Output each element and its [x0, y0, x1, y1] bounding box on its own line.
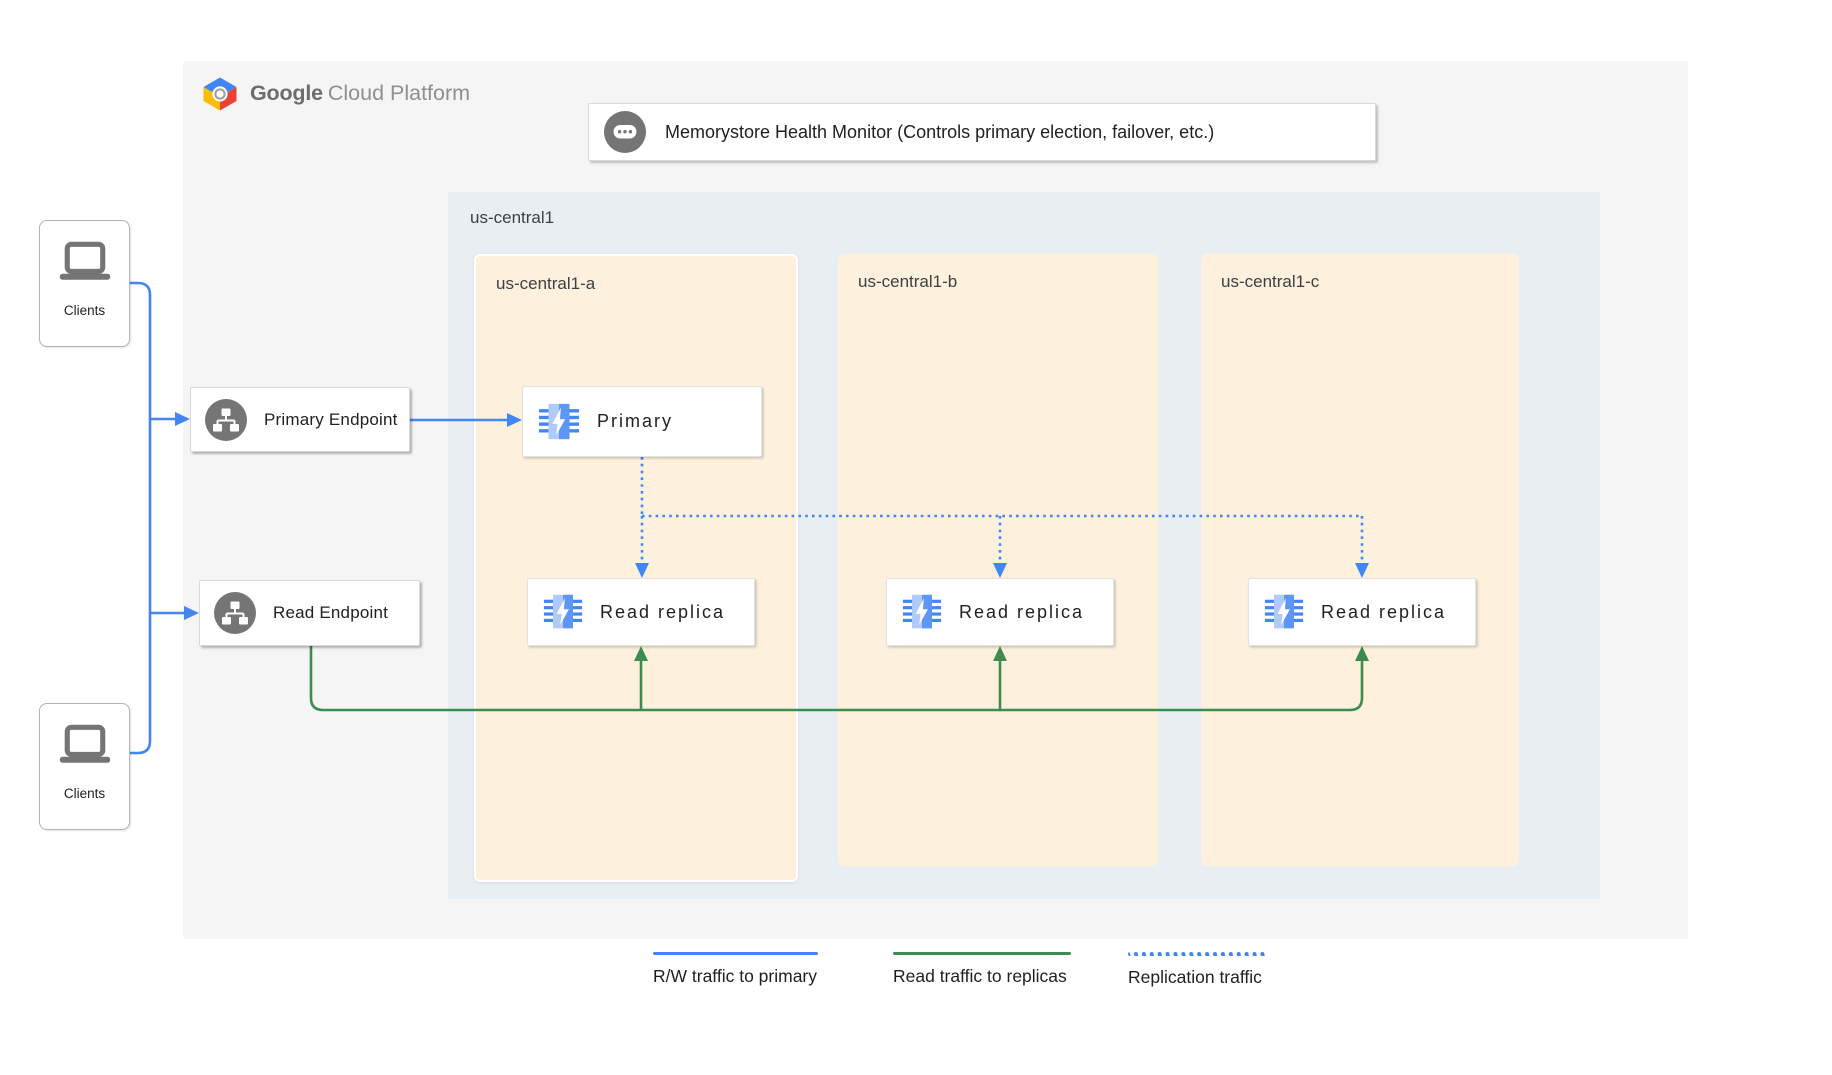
- clients-label: Clients: [63, 303, 106, 318]
- arrowhead-replica-b: [993, 563, 1007, 578]
- primary-node-label: Primary: [597, 411, 673, 431]
- read-replica-label: Read replica: [959, 601, 1085, 622]
- memorystore-icon: [538, 403, 580, 439]
- memorystore-icon: [543, 594, 583, 629]
- ellipsis-badge-icon: [604, 111, 646, 153]
- read-traffic-lines: [309, 646, 1364, 712]
- green-arrowhead-replica-b: [993, 646, 1007, 661]
- arrowhead-primary: [507, 413, 522, 427]
- legend-label: R/W traffic to primary: [653, 966, 818, 986]
- legend-item-read-traffic: Read traffic to replicas: [893, 952, 1071, 987]
- network-endpoint-icon: [205, 398, 247, 441]
- laptop-icon: [59, 241, 110, 280]
- rw-traffic-arrowheads: [175, 412, 522, 620]
- legend-item-rw-traffic: R/W traffic to primary: [653, 952, 818, 987]
- read-endpoint-node: Read Endpoint: [199, 580, 420, 646]
- primary-endpoint-node: Primary Endpoint: [190, 387, 410, 452]
- clients-node-bottom: Clients: [39, 703, 130, 830]
- read-replica-node-b: Read replica: [886, 578, 1114, 646]
- legend-line-green-solid: [893, 952, 1071, 955]
- arrowhead-replica-a: [635, 563, 649, 578]
- rw-traffic-lines: [130, 281, 511, 755]
- legend-label: Replication traffic: [1128, 967, 1262, 987]
- legend-line-blue-dotted: [1128, 952, 1266, 956]
- read-replica-label: Read replica: [600, 601, 726, 622]
- green-arrowhead-replica-c: [1355, 646, 1369, 661]
- health-monitor-label: Memorystore Health Monitor (Controls pri…: [665, 121, 1215, 142]
- clients-node-top: Clients: [39, 220, 130, 347]
- arrowhead-replica-c: [1355, 563, 1369, 578]
- logo-product: Cloud Platform: [327, 81, 471, 105]
- replication-traffic-lines: [640, 457, 1364, 566]
- zone-us-central1-c: us-central1-c: [1201, 254, 1519, 866]
- zone-us-central1-b: us-central1-b: [838, 254, 1158, 866]
- read-endpoint-label: Read Endpoint: [273, 603, 389, 622]
- primary-node: Primary: [522, 386, 762, 457]
- clients-label: Clients: [63, 786, 106, 801]
- legend-label: Read traffic to replicas: [893, 966, 1067, 986]
- read-replica-node-a: Read replica: [527, 578, 755, 646]
- read-traffic-arrowheads: [634, 646, 1369, 661]
- network-endpoint-icon: [214, 592, 256, 634]
- logo-brand: Google: [250, 81, 323, 105]
- read-endpoint-trunk-line: [309, 646, 1364, 712]
- legend-line-blue-solid: [653, 952, 818, 955]
- health-monitor-node: Memorystore Health Monitor (Controls pri…: [588, 103, 1376, 161]
- read-replica-label: Read replica: [1321, 601, 1447, 622]
- gcp-hexagon-icon: [203, 77, 237, 111]
- read-replica-node-c: Read replica: [1248, 578, 1476, 646]
- replication-arrowheads: [635, 563, 1369, 578]
- legend-item-replication-traffic: Replication traffic: [1128, 952, 1266, 988]
- memorystore-icon: [902, 594, 942, 629]
- primary-endpoint-label: Primary Endpoint: [264, 409, 398, 429]
- laptop-icon: [59, 724, 110, 763]
- green-arrowhead-replica-a: [634, 646, 648, 661]
- zone-c-label: us-central1-c: [1221, 272, 1320, 291]
- clients-trunk-line: [130, 281, 152, 755]
- arrowhead-primary-endpoint: [175, 412, 190, 426]
- zone-us-central1-a: us-central1-a: [474, 254, 798, 882]
- memorystore-icon: [1264, 594, 1304, 629]
- arrowhead-read-endpoint: [184, 606, 199, 620]
- region-label: us-central1: [470, 208, 555, 227]
- zone-b-label: us-central1-b: [858, 272, 958, 291]
- zone-a-label: us-central1-a: [496, 274, 596, 293]
